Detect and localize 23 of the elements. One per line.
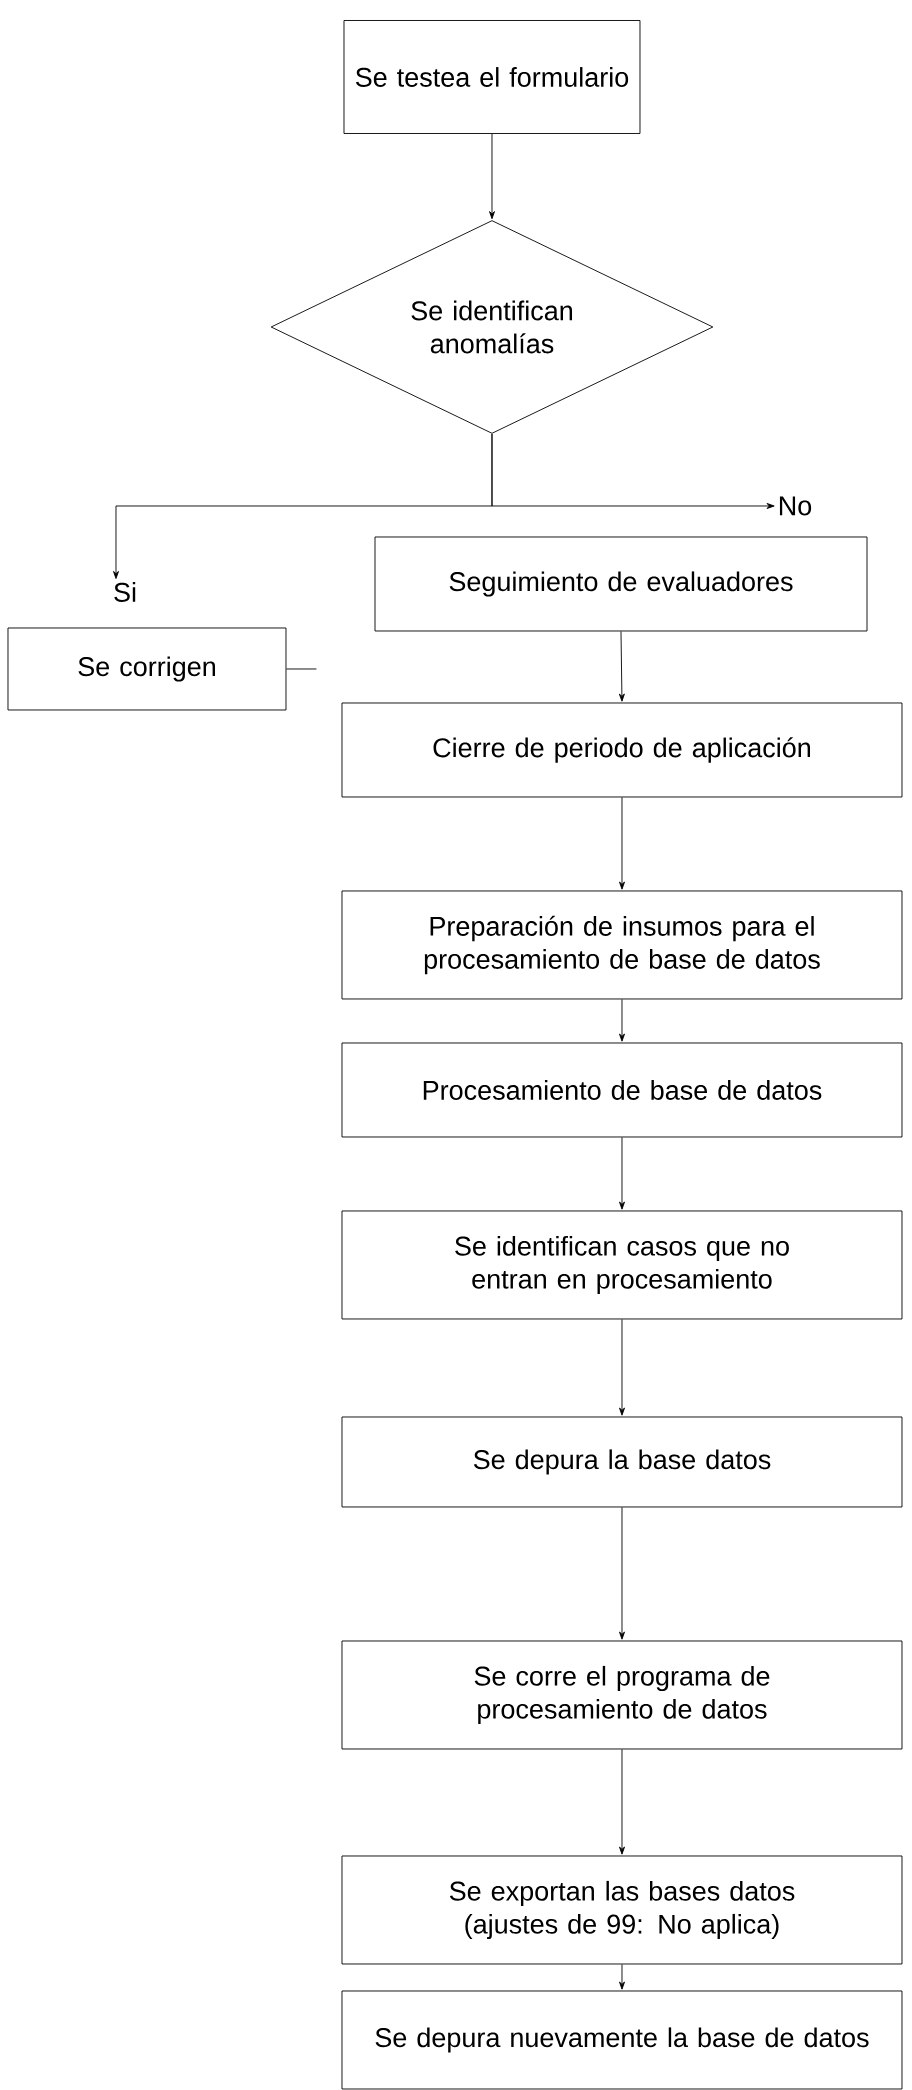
arrow [489, 133, 495, 220]
arrow [619, 998, 625, 1042]
process-box: Se corre el programa de procesamiento de datos [341, 1640, 903, 1750]
arrow [619, 1964, 625, 1990]
arrow [619, 1749, 625, 1855]
arrow [618, 631, 625, 702]
arrow [619, 1137, 625, 1210]
process-box: Procesamiento de base de datos [341, 1042, 903, 1138]
process-box: Se depura la base datos [341, 1416, 903, 1508]
branch-label: Si [114, 582, 136, 602]
process-box: Preparación de insumos para el procesamiento de base de datos [341, 890, 903, 1000]
process-box: Se depura nuevamente la base de datos [341, 1990, 903, 2090]
process-box: Se exportan las bases datos (ajustes de 99: No aplica) [341, 1855, 903, 1965]
process-box: Seguimiento de evaluadores [374, 536, 868, 632]
arrow [619, 1319, 625, 1416]
process-box: Cierre de periodo de aplicación [341, 702, 903, 798]
arrow [619, 1507, 625, 1640]
branch-label: No [779, 496, 812, 516]
process-box: Se corrigen [7, 627, 287, 711]
process-box: Se identifican casos que no entran en procesamiento [341, 1210, 903, 1320]
arrow [491, 433, 775, 509]
process-box: Se testea el formulario [343, 20, 641, 134]
arrow [619, 797, 625, 890]
